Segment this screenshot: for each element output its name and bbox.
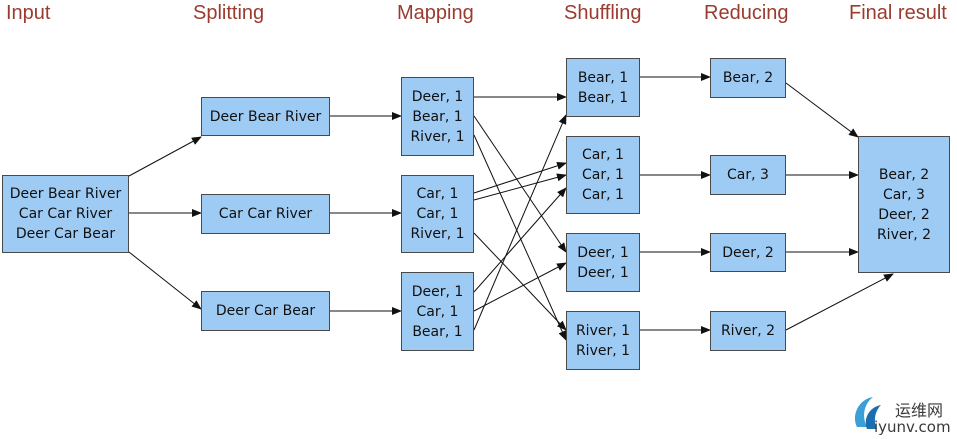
map-line: River, 1 bbox=[410, 128, 465, 145]
edge-reduce-final-bear bbox=[785, 82, 859, 138]
edge-map2-car-b bbox=[473, 173, 567, 201]
final-line: Car, 3 bbox=[883, 186, 925, 203]
reduce-box-river: River, 2 bbox=[710, 311, 786, 351]
input-line: Deer Car Bear bbox=[15, 226, 116, 242]
shuffle-line: Car, 1 bbox=[582, 167, 624, 183]
map-line: Deer, 1 bbox=[411, 88, 464, 105]
input-line: Car Car River bbox=[18, 206, 113, 222]
split-line: Car Car River bbox=[218, 206, 313, 222]
shuffle-box-deer: Deer, 1 Deer, 1 bbox=[566, 233, 640, 292]
watermark-cn: 运维网 bbox=[895, 401, 944, 420]
map-line: Car, 1 bbox=[416, 206, 459, 222]
reduce-line: Deer, 2 bbox=[722, 244, 774, 261]
shuffle-line: Bear, 1 bbox=[577, 69, 629, 86]
split-line: Deer Bear River bbox=[209, 108, 322, 125]
map-line: Bear, 1 bbox=[412, 108, 463, 125]
stage-label-input: Input bbox=[6, 2, 51, 24]
edge-map3-deer bbox=[473, 187, 567, 293]
map-line: Bear, 1 bbox=[412, 323, 463, 340]
stage-label-shuffling: Shuffling bbox=[564, 2, 642, 24]
split-box-2: Car Car River bbox=[201, 194, 330, 234]
reduce-line: Car, 3 bbox=[727, 167, 769, 183]
final-line: Deer, 2 bbox=[878, 206, 930, 223]
edge-reduce-final-river bbox=[785, 273, 894, 331]
edge-input-split-1 bbox=[128, 136, 202, 177]
edge-map2-river bbox=[473, 232, 567, 331]
shuffle-line: Car, 1 bbox=[582, 147, 624, 163]
stage-label-final: Final result bbox=[849, 2, 947, 24]
shuffle-box-car: Car, 1 Car, 1 Car, 1 bbox=[566, 136, 640, 214]
shuffle-line: River, 1 bbox=[575, 322, 631, 339]
edge-map1-deer bbox=[473, 115, 567, 253]
edge-map3-car bbox=[473, 262, 567, 312]
stage-label-reducing: Reducing bbox=[704, 2, 789, 24]
shuffle-line: River, 1 bbox=[575, 342, 631, 359]
map-line: Deer, 1 bbox=[411, 283, 464, 300]
map-box-1: Deer, 1 Bear, 1 River, 1 bbox=[401, 77, 474, 156]
stage-label-splitting: Splitting bbox=[193, 2, 265, 24]
shuffle-line: Deer, 1 bbox=[577, 244, 629, 261]
reduce-box-deer: Deer, 2 bbox=[710, 233, 786, 272]
input-box: Deer Bear River Car Car River Deer Car B… bbox=[2, 175, 129, 253]
shuffle-box-bear: Bear, 1 Bear, 1 bbox=[566, 58, 640, 117]
shuffle-box-river: River, 1 River, 1 bbox=[566, 311, 640, 370]
final-line: River, 2 bbox=[876, 226, 932, 243]
split-box-3: Deer Car Bear bbox=[201, 291, 330, 331]
watermark-logo-icon bbox=[854, 397, 881, 429]
reduce-line: River, 2 bbox=[720, 323, 776, 339]
split-box-1: Deer Bear River bbox=[201, 97, 330, 136]
shuffle-line: Car, 1 bbox=[582, 187, 624, 203]
shuffle-line: Bear, 1 bbox=[577, 89, 629, 106]
reduce-box-car: Car, 3 bbox=[710, 155, 786, 195]
edge-map3-bear bbox=[473, 114, 567, 331]
stage-label-mapping: Mapping bbox=[397, 2, 474, 24]
map-line: River, 1 bbox=[410, 226, 465, 242]
watermark-site: iyunv.com bbox=[874, 418, 951, 436]
map-box-3: Deer, 1 Car, 1 Bear, 1 bbox=[401, 272, 474, 351]
map-line: Car, 1 bbox=[416, 303, 459, 320]
final-result-box: Bear, 2 Car, 3 Deer, 2 River, 2 bbox=[858, 136, 950, 273]
edge-map1-river bbox=[473, 134, 567, 341]
reduce-box-bear: Bear, 2 bbox=[710, 58, 786, 98]
input-line: Deer Bear River bbox=[9, 186, 122, 202]
shuffle-line: Deer, 1 bbox=[577, 264, 629, 281]
edge-input-split-3 bbox=[128, 251, 202, 310]
final-line: Bear, 2 bbox=[878, 166, 930, 183]
reduce-line: Bear, 2 bbox=[722, 70, 774, 86]
map-line: Car, 1 bbox=[416, 186, 459, 202]
split-line: Deer Car Bear bbox=[215, 303, 316, 319]
edge-map2-car-a bbox=[473, 161, 567, 194]
map-box-2: Car, 1 Car, 1 River, 1 bbox=[401, 175, 474, 253]
